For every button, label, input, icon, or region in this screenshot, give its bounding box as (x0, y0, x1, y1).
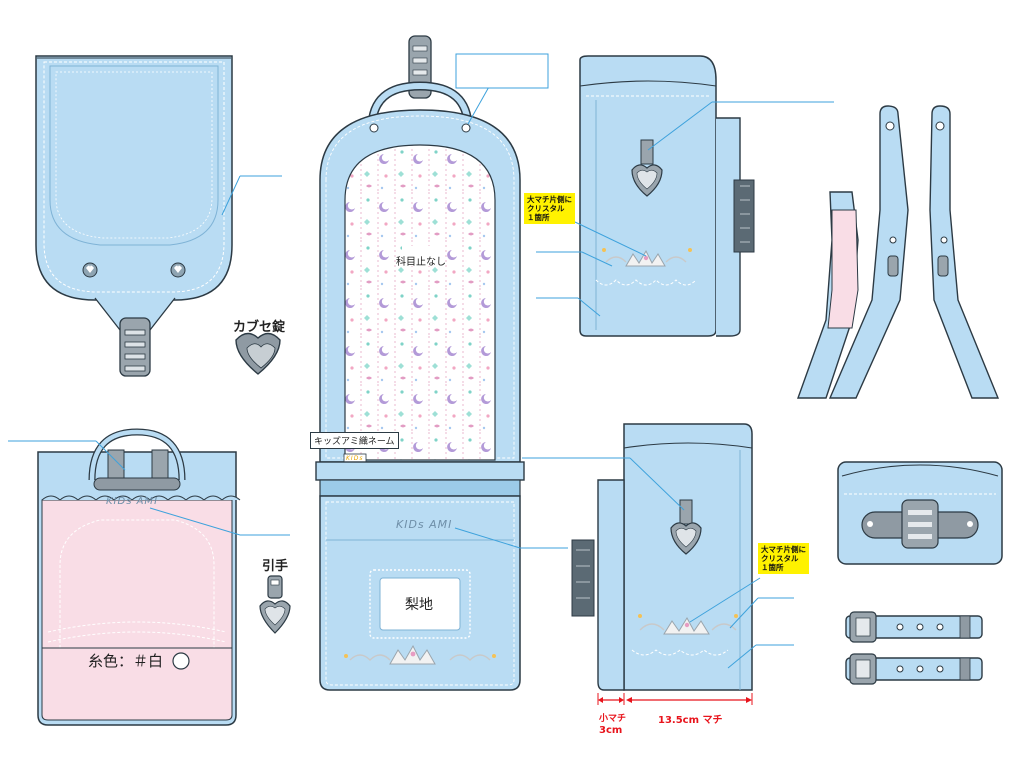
bottom-view (837, 461, 1003, 565)
lining-panel (344, 144, 496, 461)
small-gusset-size: 3cm (599, 725, 623, 736)
kabuse-lock-heart-icon (235, 332, 281, 375)
brand-tag-woven: KIDs (346, 455, 364, 462)
woven-name-label: キッズアミ織ネーム (310, 432, 399, 449)
heart-lock-icon (670, 499, 702, 555)
front-pocket-open-view (8, 428, 290, 726)
zipper-handle-icon (119, 317, 151, 377)
strap-hook-icon (887, 255, 949, 277)
small-gusset-label: 小マチ (599, 714, 627, 724)
blank-label-box (455, 53, 549, 89)
tiara-icon (602, 248, 692, 267)
buckle-icon (845, 611, 983, 685)
brand-mark-pocket: KIDs AMI (106, 496, 159, 507)
side-view-lower (522, 423, 794, 705)
gusset-size-label: 13.5cm マチ (658, 715, 723, 726)
no-subject-stop-label: 科目止なし (396, 257, 446, 268)
nashiji-label: 梨地 (405, 597, 433, 613)
heart-lock-icon (82, 262, 186, 278)
crystal-note-bottom: 大マチ片側に クリスタル １箇所 (758, 543, 809, 574)
thread-color-label: 糸色：＃白 (88, 652, 164, 670)
circle-icon (172, 652, 190, 670)
crystal-note-top: 大マチ片側に クリスタル １箇所 (524, 193, 575, 224)
brand-mark-front: KIDs AMI (396, 518, 453, 531)
zipper-pull-heart-icon (259, 575, 291, 634)
side-view-upper (536, 55, 834, 337)
heart-lock-icon (631, 139, 663, 197)
flap-back-view (35, 55, 282, 377)
tiara-icon (344, 644, 496, 665)
shoulder-straps (797, 105, 1000, 399)
tiara-icon (638, 614, 738, 635)
handle-label: 引手 (262, 559, 289, 574)
kabuse-lock-label: カブセ錠 (233, 320, 286, 335)
main-open-view (315, 35, 568, 691)
